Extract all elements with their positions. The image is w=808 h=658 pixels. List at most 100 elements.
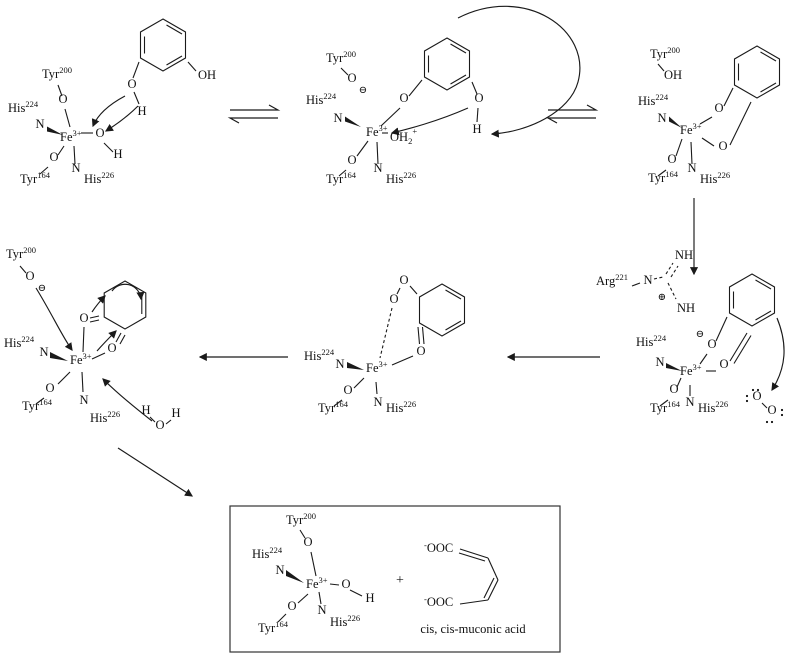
peroxo-o-label: O bbox=[399, 273, 408, 287]
complex-a-resting-state: Tyr200 O His224 N Fe3+ O H O Tyr164 N Hi… bbox=[8, 18, 216, 186]
oxygen-ligand-label: O bbox=[667, 152, 676, 166]
arg221-label: Arg221 bbox=[596, 272, 628, 288]
catechol-o-label: O bbox=[127, 77, 136, 91]
hydroxide-h-label: H bbox=[113, 147, 122, 161]
catechol-o-label: O bbox=[474, 91, 483, 105]
dioxygen-o-label: O bbox=[767, 403, 776, 417]
tyr200-label: Tyr200 bbox=[286, 511, 316, 527]
nitrogen-ligand-label: N bbox=[317, 603, 326, 617]
benzene-ring bbox=[733, 45, 781, 99]
catecholate-o-label: O bbox=[707, 337, 716, 351]
fe3-label: Fe3+ bbox=[366, 123, 388, 139]
tyr164-label: Tyr164 bbox=[326, 170, 357, 186]
water-attack-arrow bbox=[102, 378, 153, 422]
muconate-coo-label: -OOC bbox=[424, 594, 453, 609]
complex-c-catecholate-chelate: Tyr200 OH His224 N Fe3+ O O Tyr164 O N H… bbox=[638, 45, 781, 186]
tyr164-label: Tyr164 bbox=[318, 399, 349, 415]
his226-label: His226 bbox=[84, 170, 114, 186]
fe3-label: Fe3+ bbox=[70, 351, 92, 367]
water-o-label: O bbox=[155, 418, 164, 432]
tyrosinate-o-label: O bbox=[347, 71, 356, 85]
catechol-h-label: H bbox=[137, 104, 146, 118]
tyr200-label: Tyr200 bbox=[42, 65, 72, 81]
tyr164-label: Tyr164 bbox=[258, 619, 289, 635]
ring-electron-arrow bbox=[111, 283, 145, 301]
electron-flow-arrow bbox=[35, 287, 73, 351]
nitrogen-ligand-label: N bbox=[657, 111, 666, 125]
tyr164-label: Tyr164 bbox=[648, 169, 679, 185]
oxygen-ligand-label: O bbox=[347, 153, 356, 167]
carbonyl-o-label: O bbox=[107, 341, 116, 355]
equilibrium-arrow-1 bbox=[227, 104, 281, 124]
fe3-label: Fe3+ bbox=[366, 359, 388, 375]
wedge-bond bbox=[50, 352, 68, 361]
nitrogen-ligand-label: N bbox=[685, 395, 694, 409]
nitrogen-ligand-label: N bbox=[35, 117, 44, 131]
his226-label: His226 bbox=[700, 170, 730, 186]
his224-label: His224 bbox=[638, 92, 669, 108]
hydroxide-h-label: H bbox=[365, 591, 374, 605]
nitrogen-ligand-label: N bbox=[687, 161, 696, 175]
muconate-coo-label: -OOC bbox=[424, 540, 453, 555]
complex-f-ring-opened: Tyr200 O ⊖ His224 N Fe3+ O O Tyr164 O N … bbox=[4, 245, 181, 432]
his224-label: His224 bbox=[636, 333, 667, 349]
his226-label: His226 bbox=[330, 613, 360, 629]
his226-label: His226 bbox=[90, 409, 120, 425]
oxygen-ligand-label: O bbox=[303, 535, 312, 549]
catecholate-o-label: O bbox=[714, 101, 723, 115]
cyclohexadiene-ring bbox=[418, 283, 466, 337]
wedge-bond bbox=[666, 363, 682, 371]
water-h-label: H bbox=[141, 403, 150, 417]
his224-label: His224 bbox=[252, 545, 283, 561]
product-box-border bbox=[229, 505, 561, 653]
complex-e-peroxo-intermediate: O O His224 N Fe3+ O Tyr164 O N His226 bbox=[304, 273, 466, 415]
equilibrium-arrow-2 bbox=[545, 104, 599, 124]
catechol-oh-label: OH bbox=[198, 68, 216, 82]
wedge-bond bbox=[286, 570, 304, 583]
tyr200-label: Tyr200 bbox=[6, 245, 36, 261]
guanidinium-n-label: N bbox=[643, 273, 652, 287]
his226-label: His226 bbox=[698, 399, 728, 415]
complex-b-catechol-binding: Tyr200 O ⊖ His224 N Fe3+ OH2+ O Tyr164 O… bbox=[306, 5, 581, 186]
guanidinium-nh-label: NH bbox=[677, 301, 695, 315]
nitrogen-ligand-label: N bbox=[373, 161, 382, 175]
tyrosine-oh-label: OH bbox=[664, 68, 682, 82]
electron-flow-arrow bbox=[96, 330, 117, 352]
guanidinium-nh-label: NH bbox=[675, 248, 693, 262]
bonds bbox=[19, 265, 172, 425]
ketone-o-label: O bbox=[719, 357, 728, 371]
catechol-ring bbox=[423, 37, 471, 91]
bonds bbox=[333, 283, 466, 407]
electron-flow-arrow bbox=[91, 295, 106, 313]
catecholate-ring bbox=[728, 273, 776, 327]
nitrogen-ligand-label: N bbox=[335, 357, 344, 371]
electron-flow-arrow bbox=[91, 95, 126, 128]
peroxo-o-label: O bbox=[389, 292, 398, 306]
bonds bbox=[338, 37, 479, 177]
tyr164-label: Tyr164 bbox=[22, 397, 53, 413]
oxygen-ligand-label: O bbox=[287, 599, 296, 613]
nitrogen-ligand-label: N bbox=[79, 393, 88, 407]
bonds bbox=[631, 262, 776, 409]
negative-charge: ⊖ bbox=[696, 329, 704, 340]
catechol-ring bbox=[139, 18, 187, 72]
wedge-bond bbox=[47, 126, 63, 135]
hydroxide-o-label: O bbox=[341, 577, 350, 591]
oxygen-ligand-label: O bbox=[343, 383, 352, 397]
catechol-h-label: H bbox=[472, 122, 481, 136]
oxygen-ligand-label: O bbox=[669, 382, 678, 396]
nitrogen-ligand-label: N bbox=[373, 395, 382, 409]
hydroxide-o-label: O bbox=[95, 126, 104, 140]
catecholate-o-label: O bbox=[718, 139, 727, 153]
tyr200-label: Tyr200 bbox=[326, 49, 356, 65]
product-box: Tyr200 O His224 N Fe3+ O H O Tyr164 N Hi… bbox=[229, 505, 561, 653]
nitrogen-ligand-label: N bbox=[71, 161, 80, 175]
bonds bbox=[657, 45, 781, 177]
his224-label: His224 bbox=[304, 347, 335, 363]
his224-label: His224 bbox=[8, 99, 39, 115]
dioxygen-o-label: O bbox=[752, 389, 761, 403]
electron-flow-arrow bbox=[390, 107, 469, 136]
his224-label: His224 bbox=[306, 91, 337, 107]
oxygen-ligand-label: O bbox=[49, 150, 58, 164]
